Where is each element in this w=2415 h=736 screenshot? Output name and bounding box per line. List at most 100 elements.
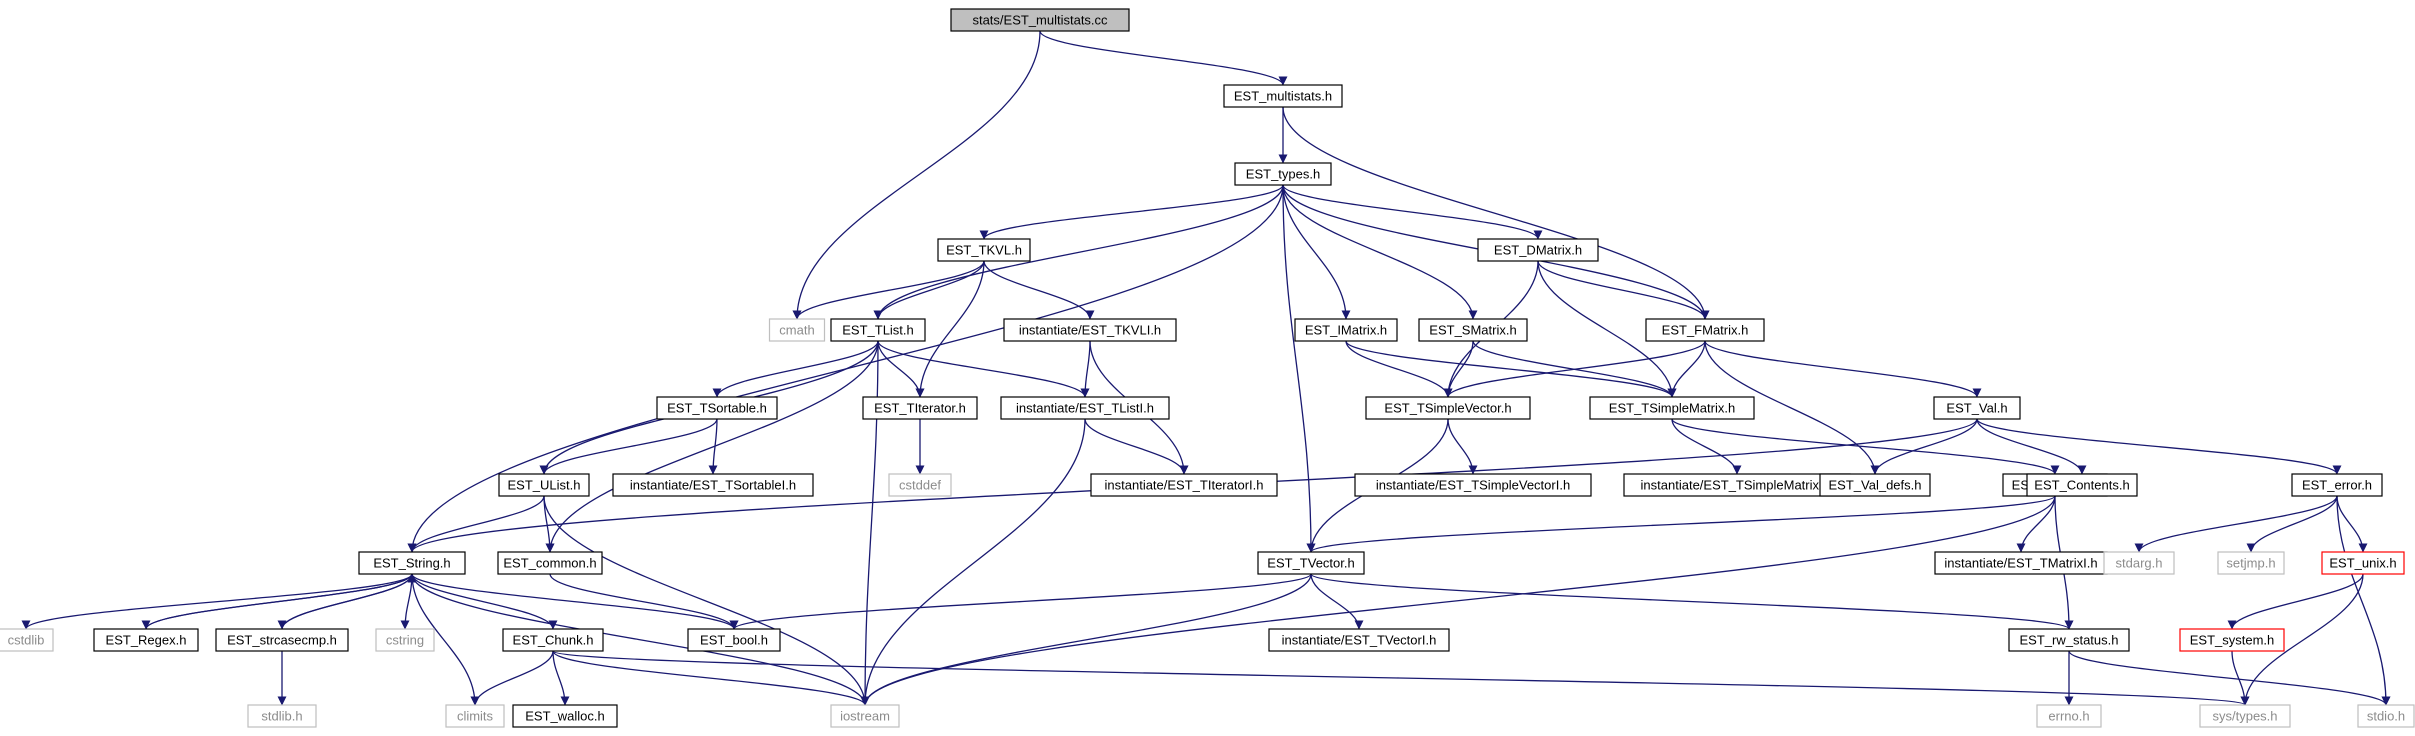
node-cstdlib: cstdlib [0,628,54,652]
edge-types-to-dmatrix [1282,184,1543,240]
node-tsimplevector-label: EST_TSimpleVector.h [1384,401,1511,416]
node-regex-box [93,628,199,652]
node-tvectori-label: instantiate/EST_TVectorI.h [1282,633,1437,648]
node-string-box [358,551,466,575]
edge-tvector-to-rwstatus [1310,573,2074,630]
node-system-label: EST_system.h [2190,633,2275,648]
node-common-box [497,551,603,575]
node-tsortable-box [656,396,778,420]
edge-tkvl-to-cmath [792,260,985,320]
node-titerator[interactable]: EST_TIterator.h [862,396,978,420]
node-iostream-box [830,704,900,728]
node-tvector-label: EST_TVector.h [1267,556,1354,571]
node-stdio-box [2357,704,2415,728]
node-smatrix[interactable]: EST_SMatrix.h [1418,318,1528,342]
edge-fmatrix-to-tsimplevector [1443,340,1706,398]
node-error[interactable]: EST_error.h [2291,473,2383,497]
node-system[interactable]: EST_system.h [2179,628,2285,652]
node-tsortable[interactable]: EST_TSortable.h [656,396,778,420]
edge-tlisti-to-titeratori [1084,418,1189,475]
node-tkvli[interactable]: instantiate/EST_TKVLI.h [1003,318,1177,342]
node-tkvl[interactable]: EST_TKVL.h [937,238,1031,262]
edge-root-to-cmath [792,30,1041,320]
node-tvector-box [1257,551,1365,575]
node-tsimplevectori[interactable]: instantiate/EST_TSimpleVectorI.h [1354,473,1592,497]
node-chunk[interactable]: EST_Chunk.h [502,628,604,652]
node-stdarg-label: stdarg.h [2116,556,2163,571]
node-dmatrix[interactable]: EST_DMatrix.h [1477,238,1599,262]
edge-rwstatus-to-stdio [2068,650,2391,706]
node-val-label: EST_Val.h [1946,401,2007,416]
node-tsimplematrix[interactable]: EST_TSimpleMatrix.h [1589,396,1755,420]
node-error-box [2291,473,2383,497]
node-ulist[interactable]: EST_UList.h [498,473,590,497]
node-multistats[interactable]: EST_multistats.h [1223,84,1343,108]
node-tlisti[interactable]: instantiate/EST_TListI.h [1000,396,1170,420]
node-systypes: sys/types.h [2199,704,2291,728]
edge-types-to-smatrix [1282,184,1478,320]
node-walloc-box [512,704,618,728]
node-strcasecmp-box [215,628,349,652]
node-systypes-box [2199,704,2291,728]
node-tvectori[interactable]: instantiate/EST_TVectorI.h [1268,628,1450,652]
edge-val-to-valdefs [1870,418,1978,475]
node-contents[interactable]: EST_Contents.h [2026,473,2138,497]
edge-fmatrix-to-val [1704,340,1982,398]
edge-tkvl-to-titerator [915,260,985,398]
node-tsimplematrixi[interactable]: instantiate/EST_TSimpleMatrixI.h [1623,473,1851,497]
node-errno-box [2036,704,2102,728]
node-unix[interactable]: EST_unix.h [2321,551,2405,575]
edge-strcasecmp-to-string [281,573,417,630]
node-tvector[interactable]: EST_TVector.h [1257,551,1365,575]
edge-ulist-to-string [407,495,545,553]
node-walloc[interactable]: EST_walloc.h [512,704,618,728]
node-bool-label: EST_bool.h [700,633,768,648]
node-regex[interactable]: EST_Regex.h [93,628,199,652]
node-rwstatus[interactable]: EST_rw_status.h [2008,628,2130,652]
node-setjmp-box [2217,551,2285,575]
edge-types-to-tkvl [979,184,1284,240]
node-tsimplevectori-label: instantiate/EST_TSimpleVectorI.h [1376,478,1570,493]
node-multistats-box [1223,84,1343,108]
node-bool-box [687,628,781,652]
node-climits-box [445,704,505,728]
node-contents-box [2026,473,2138,497]
node-stdarg: stdarg.h [2103,551,2175,575]
node-tsimplevector[interactable]: EST_TSimpleVector.h [1365,396,1531,420]
edge-chunk-to-systypes [552,650,2249,706]
node-climits: climits [445,704,505,728]
node-tmatrixi[interactable]: instantiate/EST_TMatrixI.h [1934,551,2108,575]
edge-multistats-to-fmatrix [1282,106,1710,320]
node-string[interactable]: EST_String.h [358,551,466,575]
edge-chunk-to-climits [470,650,554,706]
node-cstddef-box [888,473,952,497]
node-errno: errno.h [2036,704,2102,728]
node-root[interactable]: stats/EST_multistats.cc [950,8,1130,32]
node-fmatrix[interactable]: EST_FMatrix.h [1645,318,1765,342]
node-tsortablei[interactable]: instantiate/EST_TSortableI.h [612,473,814,497]
node-types[interactable]: EST_types.h [1234,162,1332,186]
node-titeratori[interactable]: instantiate/EST_TIteratorI.h [1090,473,1278,497]
node-tlisti-box [1000,396,1170,420]
edge-tmatrix-to-tmatrixi [2016,495,2056,553]
node-stdio: stdio.h [2357,704,2415,728]
node-stdlib-box [247,704,317,728]
node-tlist[interactable]: EST_TList.h [830,318,926,342]
edge-system-to-systypes [2231,650,2250,706]
node-dmatrix-label: EST_DMatrix.h [1494,243,1582,258]
edge-val-to-error [1976,418,2342,475]
node-bool[interactable]: EST_bool.h [687,628,781,652]
node-val[interactable]: EST_Val.h [1933,396,2021,420]
edge-tsortable-to-tsortablei [708,418,718,475]
node-imatrix[interactable]: EST_IMatrix.h [1294,318,1398,342]
node-valdefs[interactable]: EST_Val_defs.h [1819,473,1931,497]
edge-chunk-to-iostream [552,650,870,706]
edge-string-to-iostream [411,573,870,706]
edge-tvector-to-tvectori [1310,573,1364,630]
edge-val-to-contents [1976,418,2087,475]
node-strcasecmp[interactable]: EST_strcasecmp.h [215,628,349,652]
node-common[interactable]: EST_common.h [497,551,603,575]
node-fmatrix-box [1645,318,1765,342]
edge-tsimplematrix-to-tmatrix [1671,418,2060,475]
